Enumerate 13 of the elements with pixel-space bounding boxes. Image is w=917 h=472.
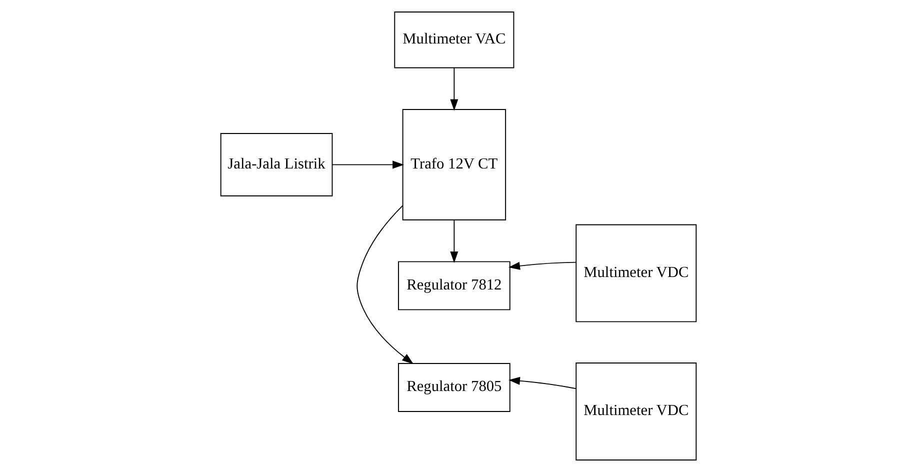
node-box: Jala-Jala Listrik — [220, 133, 333, 196]
node-box: Multimeter VDC — [576, 362, 697, 460]
arrow — [508, 262, 576, 270]
arrow — [356, 205, 414, 364]
node-box: Multimeter VDC — [576, 224, 697, 322]
arrow — [332, 160, 404, 169]
arrow — [508, 376, 576, 390]
node-box: Trafo 12V CT — [402, 109, 506, 220]
arrow — [450, 219, 458, 264]
arrow — [450, 67, 458, 111]
node-box: Regulator 7812 — [398, 261, 510, 310]
node-box: Multimeter VAC — [394, 12, 514, 68]
node-box: Regulator 7805 — [398, 363, 510, 412]
